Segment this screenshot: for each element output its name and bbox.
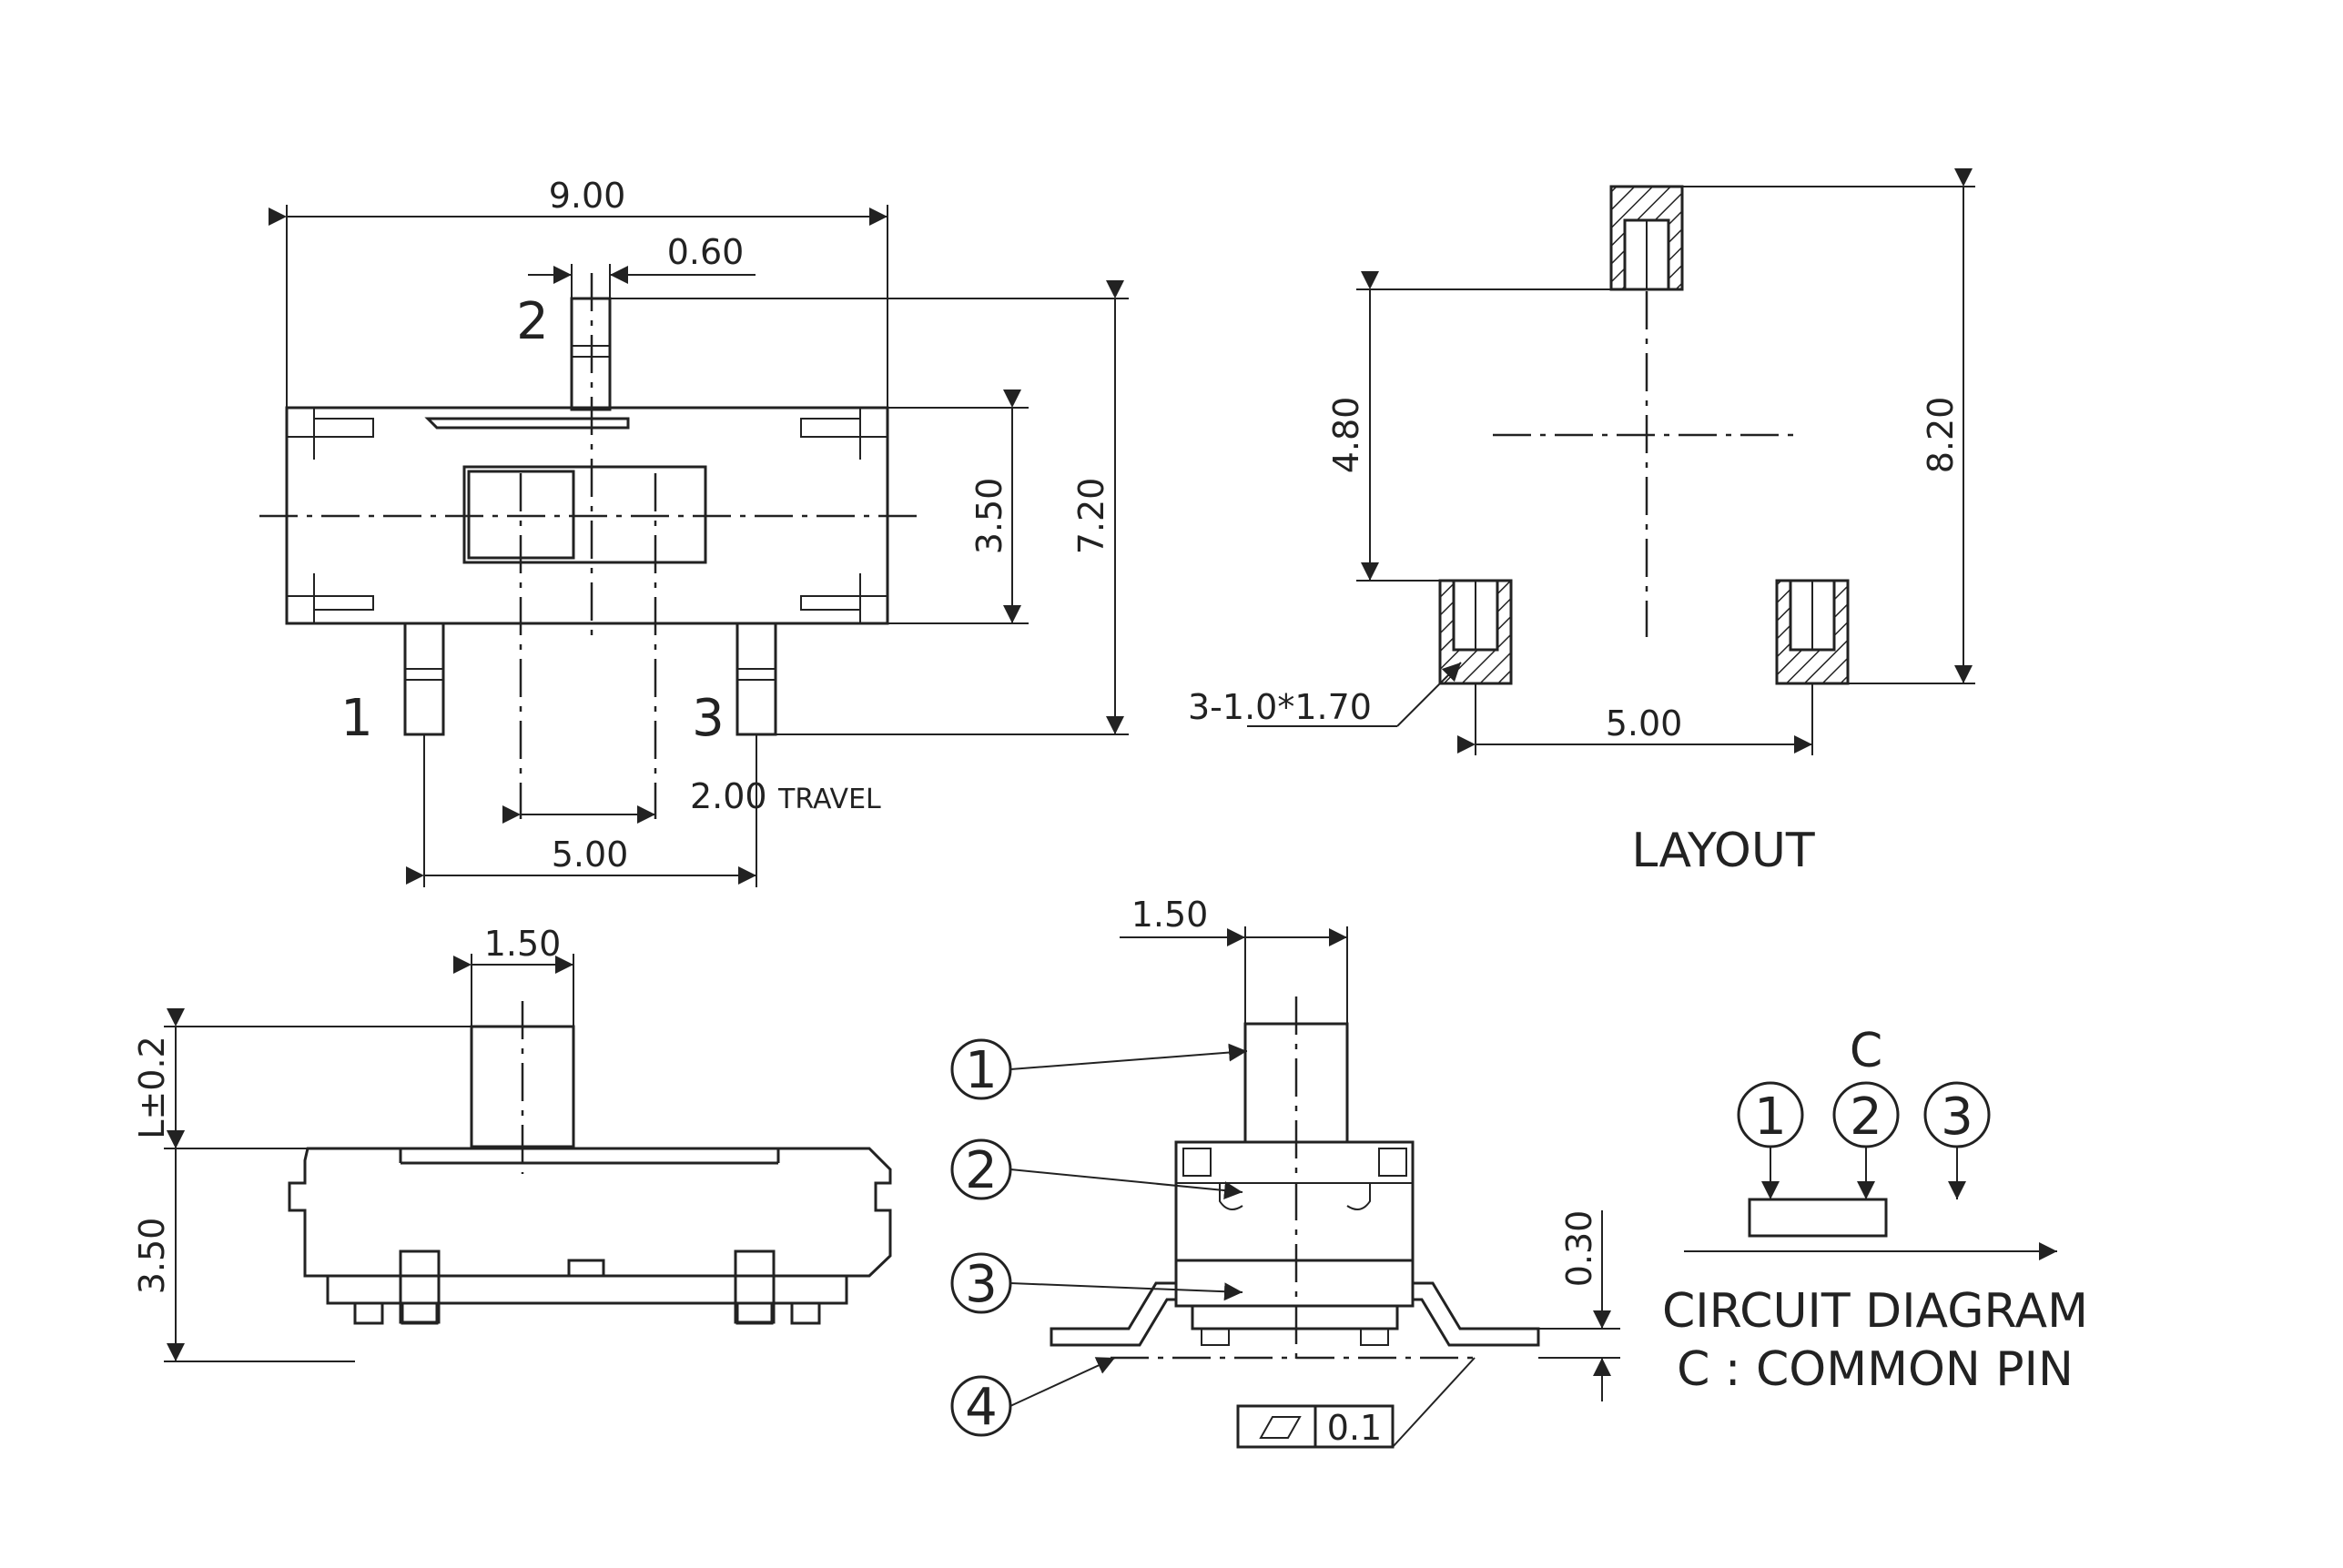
callout-3-label: 3 [965, 1255, 998, 1314]
side-body [288, 1147, 892, 1278]
dim-row-offset: 4.80 [1326, 397, 1366, 474]
pin-3-label: 3 [692, 689, 725, 748]
circuit-pin-2-label: 2 [1850, 1087, 1882, 1147]
callout-4-label: 4 [965, 1378, 998, 1437]
circuit-common-label: C [1850, 1024, 1882, 1078]
circuit-pin-1-label: 1 [1754, 1087, 1787, 1147]
callout-2-label: 2 [965, 1141, 998, 1200]
dim-total-height: 8.20 [1921, 397, 1961, 474]
dim-pin-pitch: 5.00 [552, 835, 629, 875]
circuit-note: C : COMMON PIN [1677, 1342, 2074, 1397]
layout-view: 4.80 8.20 5.00 3-1.0*1.70 LAYOUT [1188, 168, 1975, 878]
flatness-icon [1259, 1416, 1302, 1439]
slider-window [462, 465, 707, 564]
circuit-slider-contact [1748, 1198, 1888, 1238]
circuit-diagram: C 1 2 3 CIRCUIT DIAGRAM C : COMMON PIN [1662, 1024, 2088, 1397]
dim-travel: 2.00 [690, 776, 767, 816]
dim-overall-height: 7.20 [1071, 478, 1111, 555]
side-view: 1.50 L±0.2 3.50 [132, 924, 892, 1362]
pin-2-label: 2 [516, 292, 549, 351]
circuit-pin-3-label: 3 [1941, 1087, 1973, 1147]
end-view: 1.50 0.30 0.1 1 2 3 4 [950, 895, 1620, 1449]
pin-1-label: 1 [340, 689, 373, 748]
layout-title: LAYOUT [1631, 824, 1815, 878]
dim-body-height: 3.50 [969, 478, 1009, 555]
side-dim-actuator-width: 1.50 [484, 924, 562, 964]
callout-2: 2 [950, 1138, 1243, 1200]
side-dim-actuator-height: L±0.2 [132, 1036, 172, 1138]
dim-actuator-width: 0.60 [667, 232, 745, 272]
circuit-title: CIRCUIT DIAGRAM [1662, 1284, 2088, 1339]
side-dim-body-height: 3.50 [132, 1218, 172, 1295]
top-view: 9.00 0.60 3.50 7.20 2.00 TRAVEL 5.00 1 2… [259, 176, 1129, 887]
pad-note: 3-1.0*1.70 [1188, 687, 1372, 727]
dim-overall-width: 9.00 [549, 176, 626, 216]
callout-1: 1 [950, 1038, 1248, 1100]
end-dim-coplanarity: 0.30 [1559, 1210, 1599, 1288]
end-dim-actuator-width: 1.50 [1131, 895, 1209, 935]
callout-3: 3 [950, 1252, 1243, 1314]
callout-4: 4 [950, 1357, 1116, 1437]
travel-label: TRAVEL [777, 784, 881, 815]
flatness-value: 0.1 [1327, 1408, 1382, 1448]
callout-1-label: 1 [965, 1041, 998, 1100]
dim-pad-pitch: 5.00 [1606, 703, 1683, 744]
